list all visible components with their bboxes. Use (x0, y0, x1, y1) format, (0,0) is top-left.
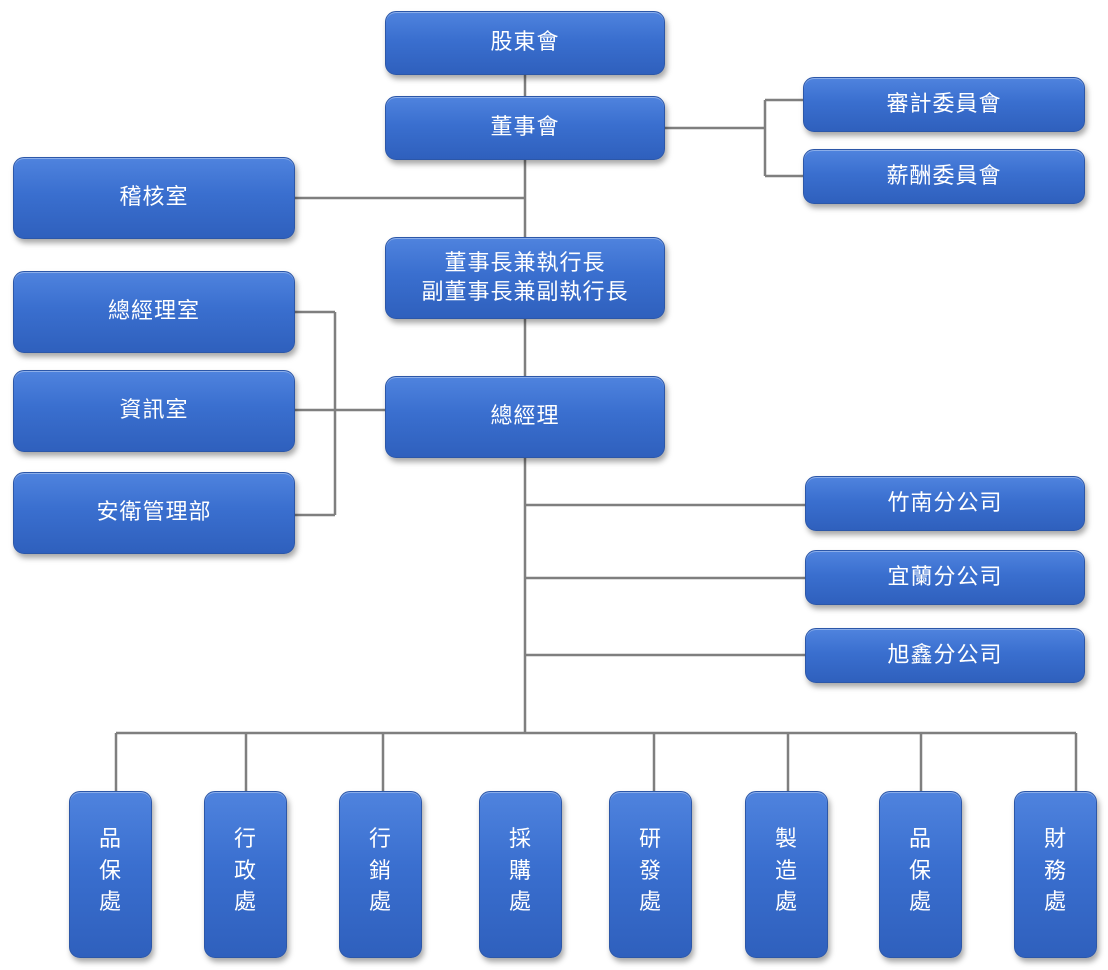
board-of-directors-box: 董事會 (385, 96, 665, 160)
general-manager-box: 總經理 (385, 376, 665, 458)
audit-office-box: 稽核室 (13, 157, 295, 239)
yilan-branch-box: 宜蘭分公司 (805, 550, 1085, 605)
shareholders-meeting-box: 股東會 (385, 11, 665, 75)
zhunan-branch-box: 竹南分公司 (805, 476, 1085, 531)
chairman-ceo-box: 董事長兼執行長 副董事長兼副執行長 (385, 237, 665, 319)
gm-office-box: 總經理室 (13, 271, 295, 353)
compensation-committee-box: 薪酬委員會 (803, 149, 1085, 204)
division-box: 品 保 處 (69, 791, 152, 958)
division-box: 製 造 處 (745, 791, 828, 958)
division-box: 行 政 處 (204, 791, 287, 958)
it-office-box: 資訊室 (13, 370, 295, 452)
division-box: 品 保 處 (879, 791, 962, 958)
division-box: 研 發 處 (609, 791, 692, 958)
safety-management-dept-box: 安衛管理部 (13, 472, 295, 554)
xuxin-branch-box: 旭鑫分公司 (805, 628, 1085, 683)
division-box: 採 購 處 (479, 791, 562, 958)
division-box: 財 務 處 (1014, 791, 1097, 958)
audit-committee-box: 審計委員會 (803, 77, 1085, 132)
division-box: 行 銷 處 (339, 791, 422, 958)
